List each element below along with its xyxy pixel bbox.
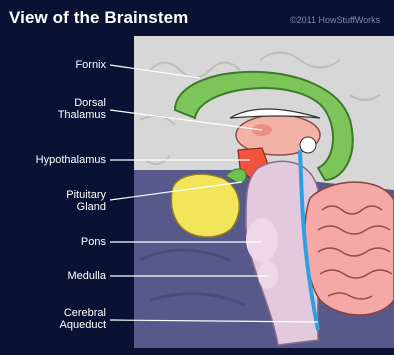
label-pons: Pons [81,236,106,248]
label-aqueduct-line2: Aqueduct [60,319,106,331]
label-fornix: Fornix [75,59,106,71]
label-dorsal-thalamus: Dorsal Thalamus [58,97,106,121]
label-pituitary-line2: Gland [77,201,106,213]
copyright-notice: ©2011 HowStuffWorks [290,15,380,25]
label-medulla: Medulla [67,270,106,282]
diagram-title: View of the Brainstem [9,8,188,28]
medulla-shape [258,261,278,289]
label-pituitary-line1: Pituitary [66,189,106,201]
label-dorsal-thalamus-line2: Thalamus [58,109,106,121]
label-pituitary-gland: Pituitary Gland [66,189,106,213]
label-aqueduct-line1: Cerebral [64,307,106,319]
label-hypothalamus: Hypothalamus [36,154,106,166]
pons-shape [246,218,278,262]
label-cerebral-aqueduct: Cerebral Aqueduct [60,307,106,331]
label-dorsal-thalamus-line1: Dorsal [74,97,106,109]
